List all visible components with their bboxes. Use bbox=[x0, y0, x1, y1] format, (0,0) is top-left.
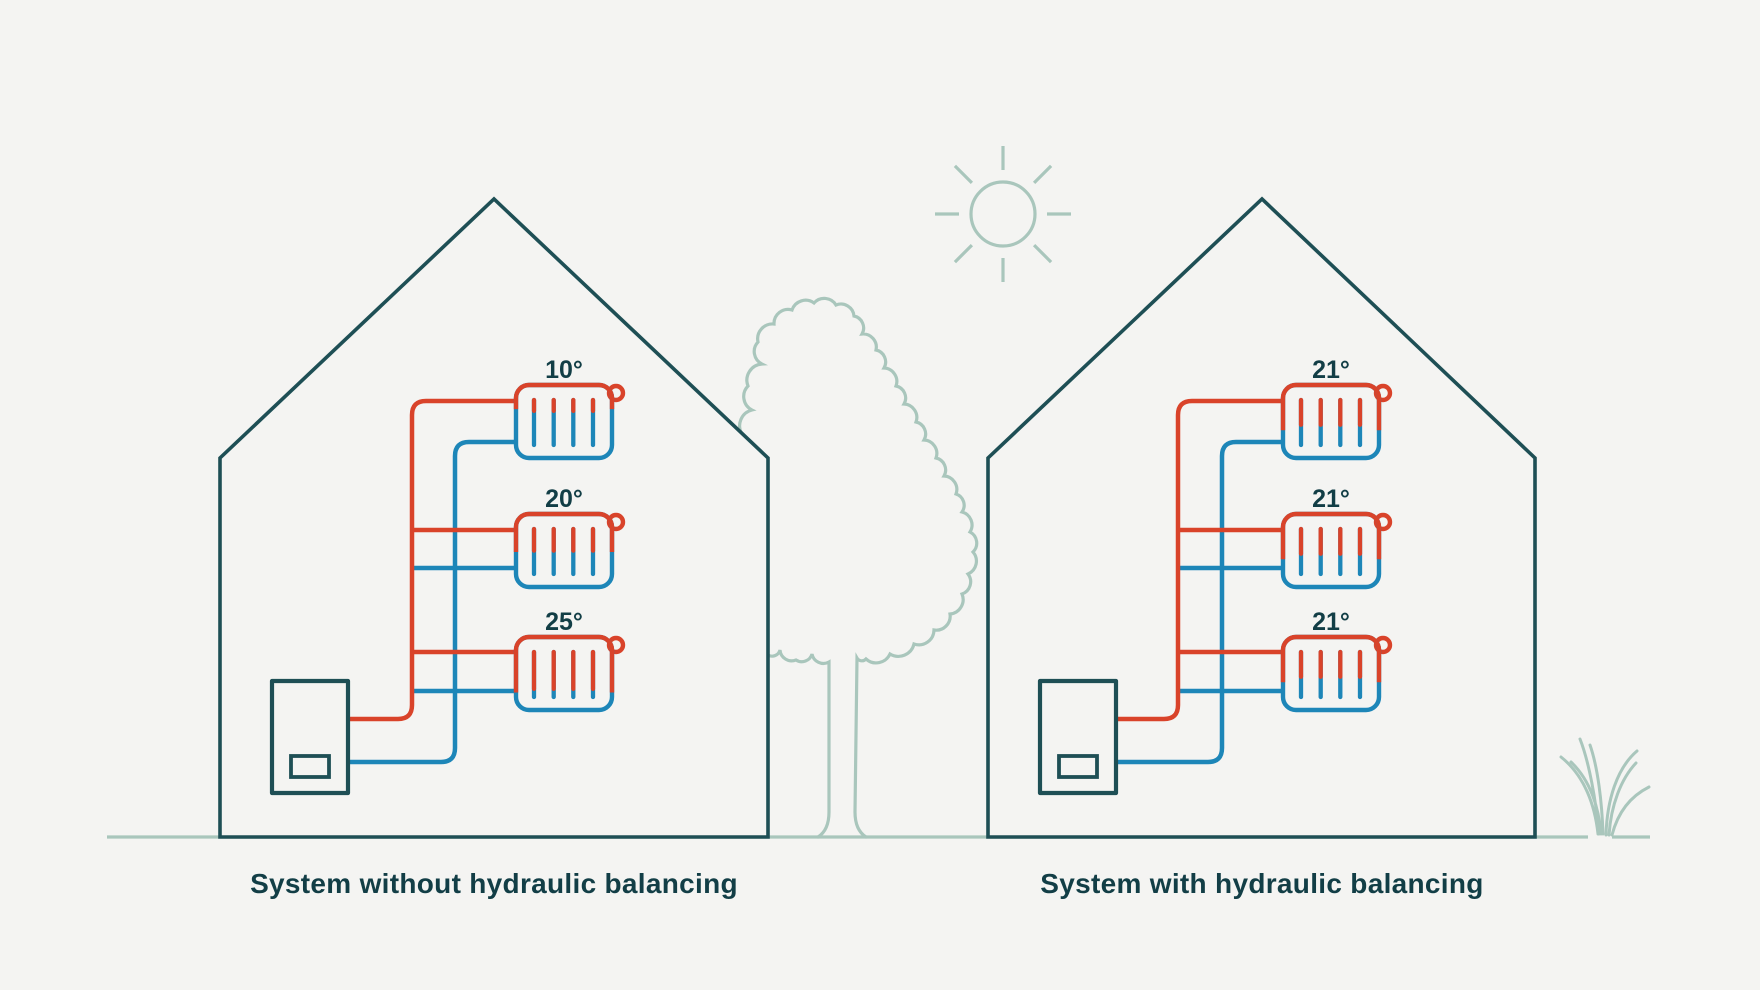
house-without-balancing: 10° 20° 25° bbox=[218, 196, 770, 839]
boiler-icon bbox=[1037, 678, 1119, 796]
return-pipe bbox=[1116, 439, 1283, 765]
sun-ray bbox=[953, 243, 974, 264]
boiler-icon bbox=[269, 678, 351, 796]
temperature-label: 21° bbox=[1312, 485, 1350, 513]
sun-ray bbox=[1032, 243, 1053, 264]
radiator: 10° bbox=[513, 356, 626, 461]
sun-icon bbox=[935, 146, 1071, 282]
boiler-panel bbox=[1057, 754, 1099, 779]
temperature-label: 25° bbox=[545, 608, 583, 636]
house-with-balancing: 21° 21° 21° bbox=[986, 196, 1537, 839]
house-outline bbox=[986, 196, 1537, 839]
temperature-label: 10° bbox=[545, 356, 583, 384]
temperature-label: 21° bbox=[1312, 356, 1350, 384]
sun-ray bbox=[953, 164, 974, 185]
temperature-label: 21° bbox=[1312, 608, 1350, 636]
caption-left: System without hydraulic balancing bbox=[250, 868, 738, 899]
radiator: 21° bbox=[1280, 485, 1393, 590]
caption-right: System with hydraulic balancing bbox=[1040, 868, 1483, 899]
radiator: 21° bbox=[1280, 356, 1393, 461]
radiator: 25° bbox=[513, 608, 626, 713]
radiator: 21° bbox=[1280, 608, 1393, 713]
radiator: 20° bbox=[513, 485, 626, 590]
house-outline bbox=[218, 196, 770, 839]
boiler-panel bbox=[289, 754, 331, 779]
grass-icon bbox=[1559, 737, 1651, 837]
sun-ray bbox=[1032, 164, 1053, 185]
tree-icon bbox=[738, 296, 979, 839]
supply-pipe bbox=[348, 398, 516, 722]
supply-pipe bbox=[1116, 398, 1283, 722]
temperature-label: 20° bbox=[545, 485, 583, 513]
return-pipe bbox=[348, 439, 516, 765]
